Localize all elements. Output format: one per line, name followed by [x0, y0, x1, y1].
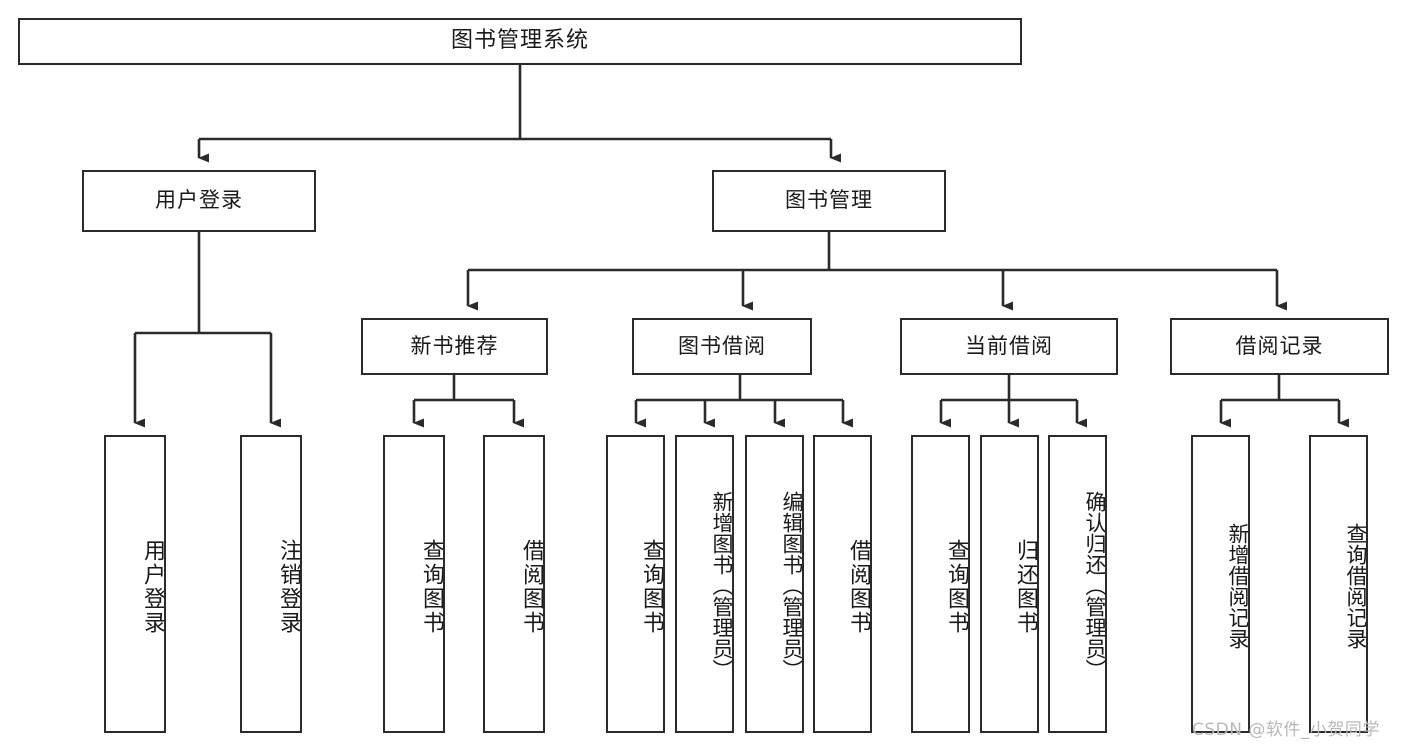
node-current-borrow[interactable]: 当前借阅	[900, 318, 1118, 375]
leaf-query-book-borrow[interactable]: 查询图书	[606, 435, 665, 733]
leaf-query-book-recommend[interactable]: 查询图书	[383, 435, 445, 733]
csdn-watermark: CSDN @软件_小贺同学	[1192, 720, 1380, 740]
node-book-borrow[interactable]: 图书借阅	[632, 318, 812, 375]
node-borrow-records[interactable]: 借阅记录	[1170, 318, 1389, 375]
node-new-book-recommend[interactable]: 新书推荐	[361, 318, 548, 375]
leaf-query-borrow-record[interactable]: 查询借阅记录	[1309, 435, 1368, 733]
leaf-confirm-return-admin[interactable]: 确认归还（管理员）	[1048, 435, 1107, 733]
leaf-borrow-book-recommend[interactable]: 借阅图书	[483, 435, 545, 733]
node-user-login[interactable]: 用户登录	[82, 170, 316, 232]
leaf-add-borrow-record[interactable]: 新增借阅记录	[1191, 435, 1250, 733]
leaf-edit-book-admin[interactable]: 编辑图书（管理员）	[745, 435, 804, 733]
node-book-management[interactable]: 图书管理	[712, 170, 946, 232]
leaf-return-book[interactable]: 归还图书	[980, 435, 1039, 733]
leaf-user-login[interactable]: 用户登录	[104, 435, 166, 733]
leaf-borrow-book[interactable]: 借阅图书	[813, 435, 872, 733]
leaf-query-book-current[interactable]: 查询图书	[911, 435, 970, 733]
leaf-user-logout[interactable]: 注销登录	[240, 435, 302, 733]
node-root-system[interactable]: 图书管理系统	[18, 18, 1022, 65]
leaf-add-book-admin[interactable]: 新增图书（管理员）	[675, 435, 734, 733]
